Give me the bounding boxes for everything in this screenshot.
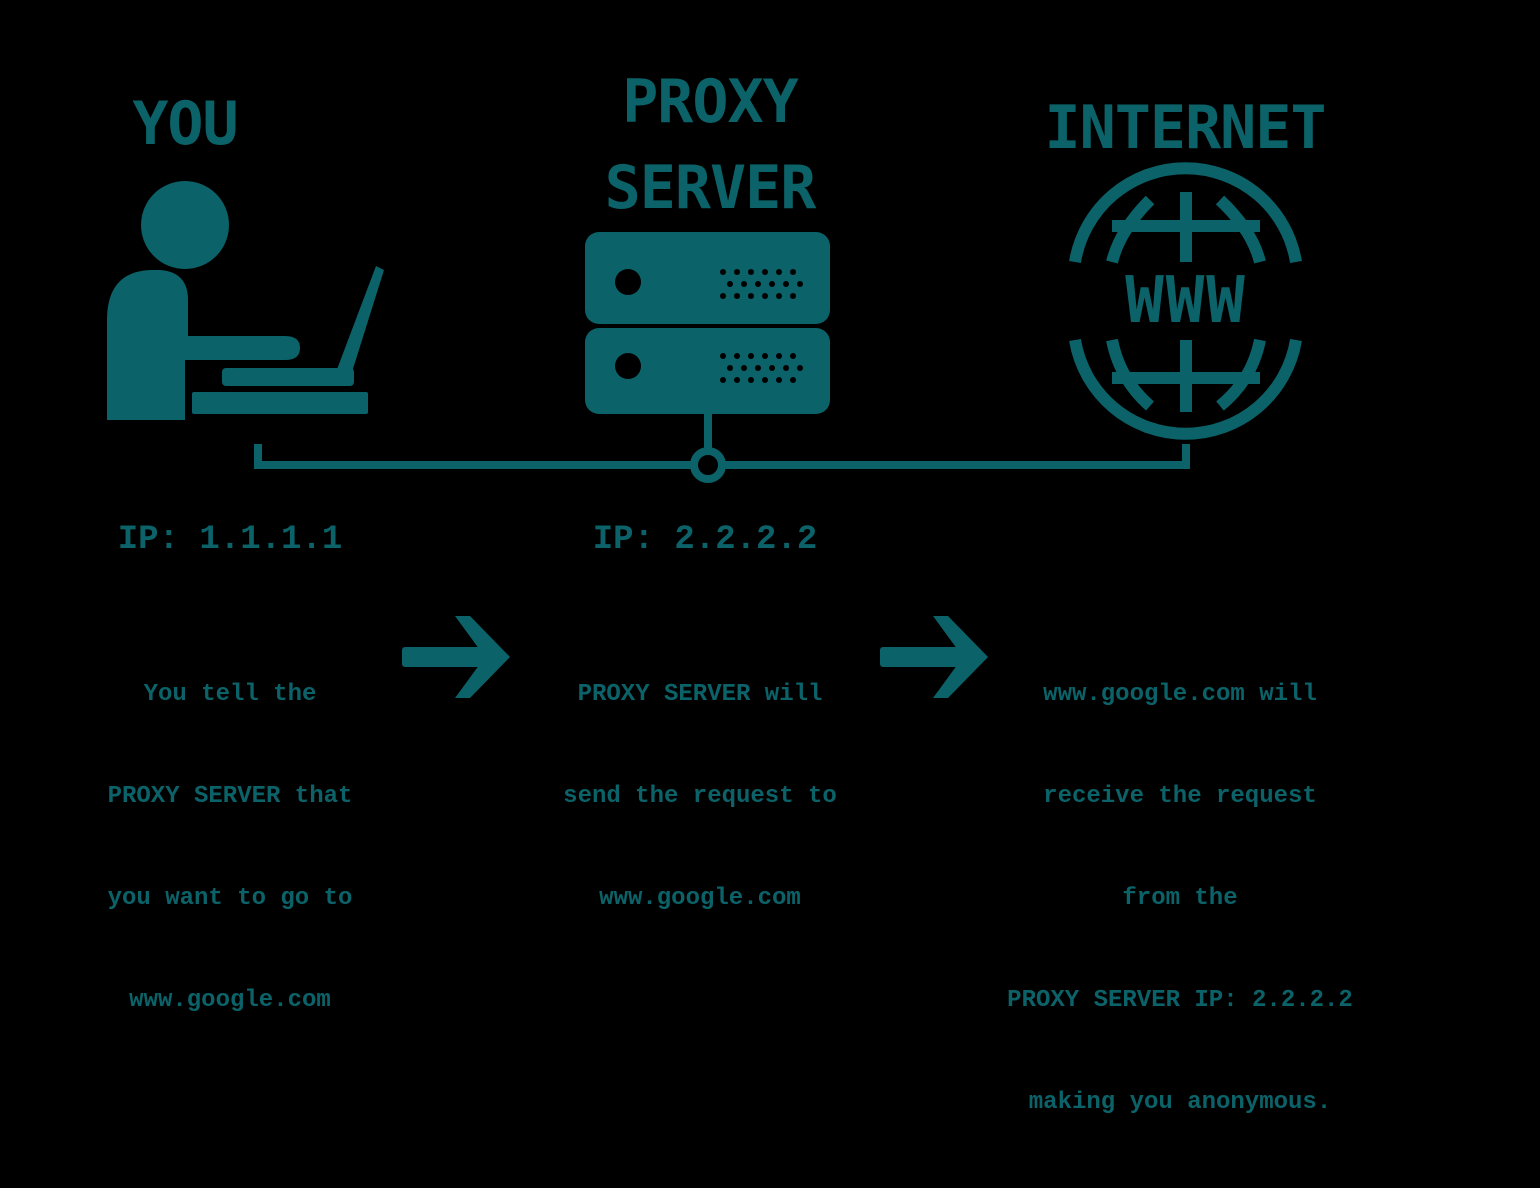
proxy-description: PROXY SERVER will send the request to ww…: [520, 610, 880, 984]
connector-right: [722, 444, 1190, 469]
globe-www-label: WWW: [1125, 264, 1247, 338]
you-description: You tell the PROXY SERVER that you want …: [60, 610, 400, 1086]
proxy-diagram: YOU PROXY SERVER INTERNET: [107, 67, 1353, 1116]
proxy-title-line2: SERVER: [604, 153, 817, 223]
proxy-ip-label: IP: 2.2.2.2: [592, 521, 818, 559]
internet-title: INTERNET: [1044, 93, 1327, 163]
internet-description-line: www.google.com will: [1043, 681, 1317, 708]
network-connector: [254, 414, 1190, 483]
connector-left: [254, 444, 694, 469]
internet-description-line: PROXY SERVER IP: 2.2.2.2: [1007, 987, 1353, 1014]
server-unit-bottom: [585, 328, 830, 414]
globe-bottom-arc: [1069, 339, 1302, 440]
server-unit-top: [585, 232, 830, 324]
laptop-screen: [336, 266, 384, 372]
internet-description: www.google.com will receive the request …: [955, 610, 1405, 1188]
connector-node: [690, 447, 726, 483]
arrow-proxy-to-internet: [880, 616, 988, 698]
server-rack-icon: [585, 232, 830, 414]
person-at-laptop-icon: [107, 181, 384, 420]
you-description-line: you want to go to: [107, 885, 353, 912]
internet-description-line: receive the request: [1043, 783, 1317, 810]
internet-description-line: making you anonymous.: [1028, 1089, 1332, 1116]
server-vents-top: [720, 269, 803, 299]
person-torso: [107, 270, 300, 420]
server-vents-bottom: [720, 353, 803, 383]
globe-top-arc: [1069, 162, 1302, 263]
www-globe-icon: [1069, 162, 1302, 440]
you-description-line: www.google.com: [129, 987, 331, 1014]
arrow-you-to-proxy: [402, 616, 510, 698]
you-description-line: PROXY SERVER that: [107, 783, 353, 810]
proxy-description-line: PROXY SERVER will: [577, 681, 823, 708]
person-head: [141, 181, 229, 269]
desk: [192, 392, 368, 414]
laptop-base: [222, 368, 354, 386]
you-ip-label: IP: 1.1.1.1: [117, 521, 343, 559]
proxy-description-line: www.google.com: [599, 885, 801, 912]
proxy-description-line: send the request to: [563, 783, 837, 810]
diagram-graphics: WWW: [107, 162, 1302, 698]
internet-description-line: from the: [1122, 885, 1238, 912]
proxy-title-line1: PROXY: [622, 67, 799, 137]
server-led-top: [615, 269, 641, 295]
you-title: YOU: [132, 89, 238, 159]
server-led-bottom: [615, 353, 641, 379]
you-description-line: You tell the: [143, 681, 317, 708]
